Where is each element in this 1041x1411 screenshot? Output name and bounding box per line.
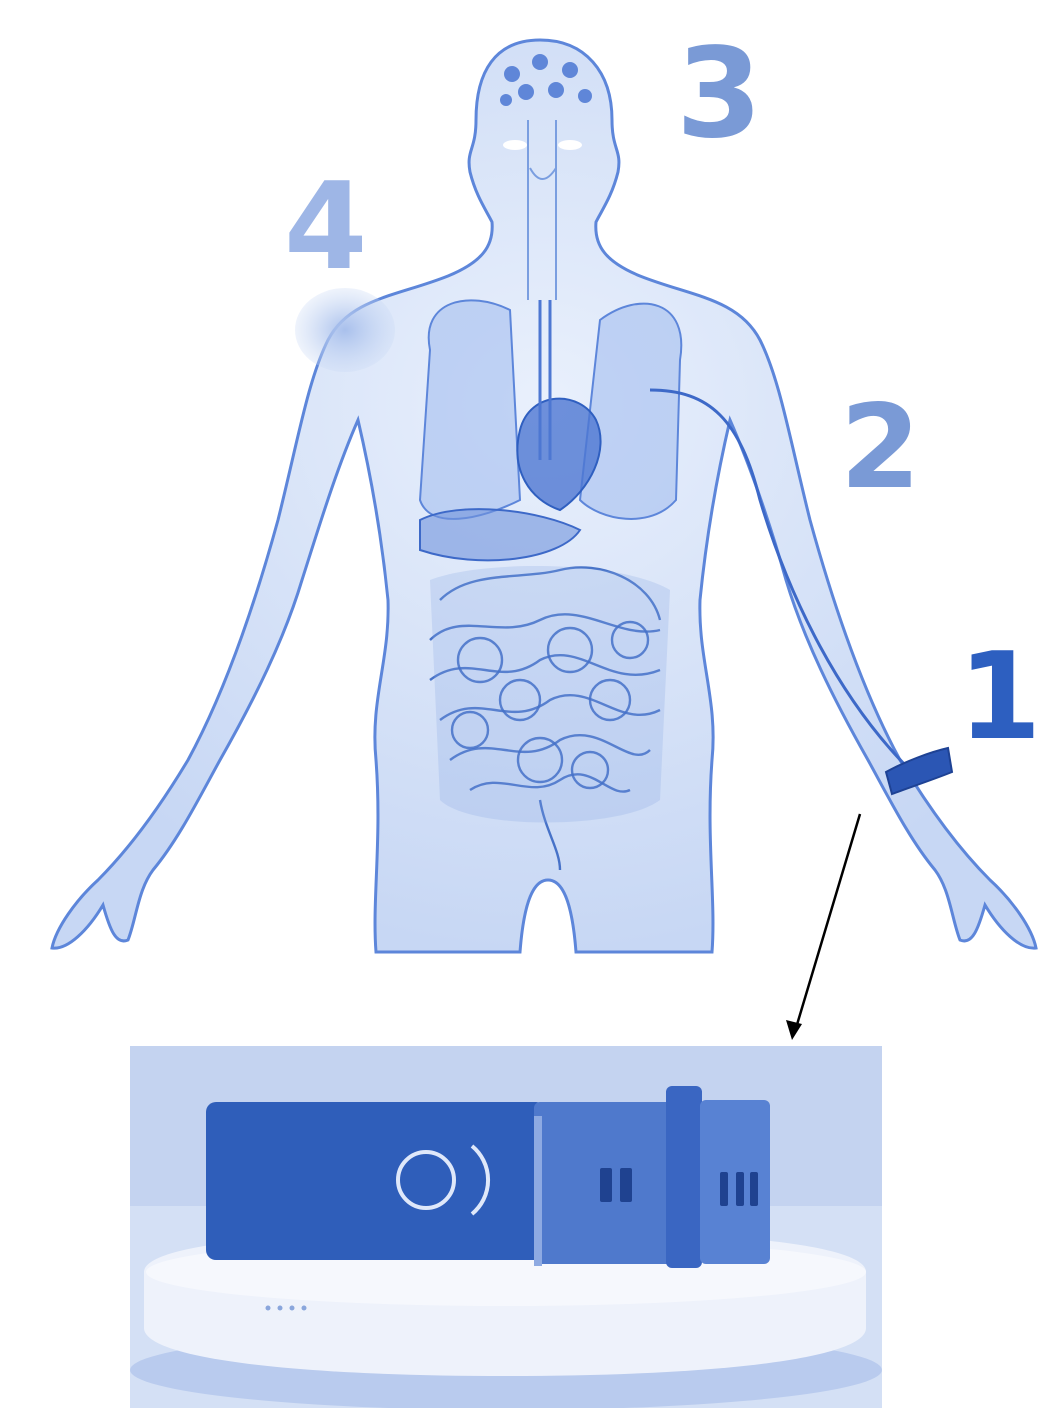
marker-4: 4 [284, 168, 368, 288]
marker-1: 1 [958, 638, 1041, 758]
marker-3: 3 [676, 32, 762, 156]
abdomen-fill [430, 566, 670, 822]
left-lung [420, 300, 520, 519]
band [206, 1086, 770, 1268]
wristband-device [130, 1046, 882, 1408]
device-photo [130, 1046, 882, 1408]
shoulder-highlight [295, 288, 395, 372]
marker-2: 2 [840, 390, 921, 506]
